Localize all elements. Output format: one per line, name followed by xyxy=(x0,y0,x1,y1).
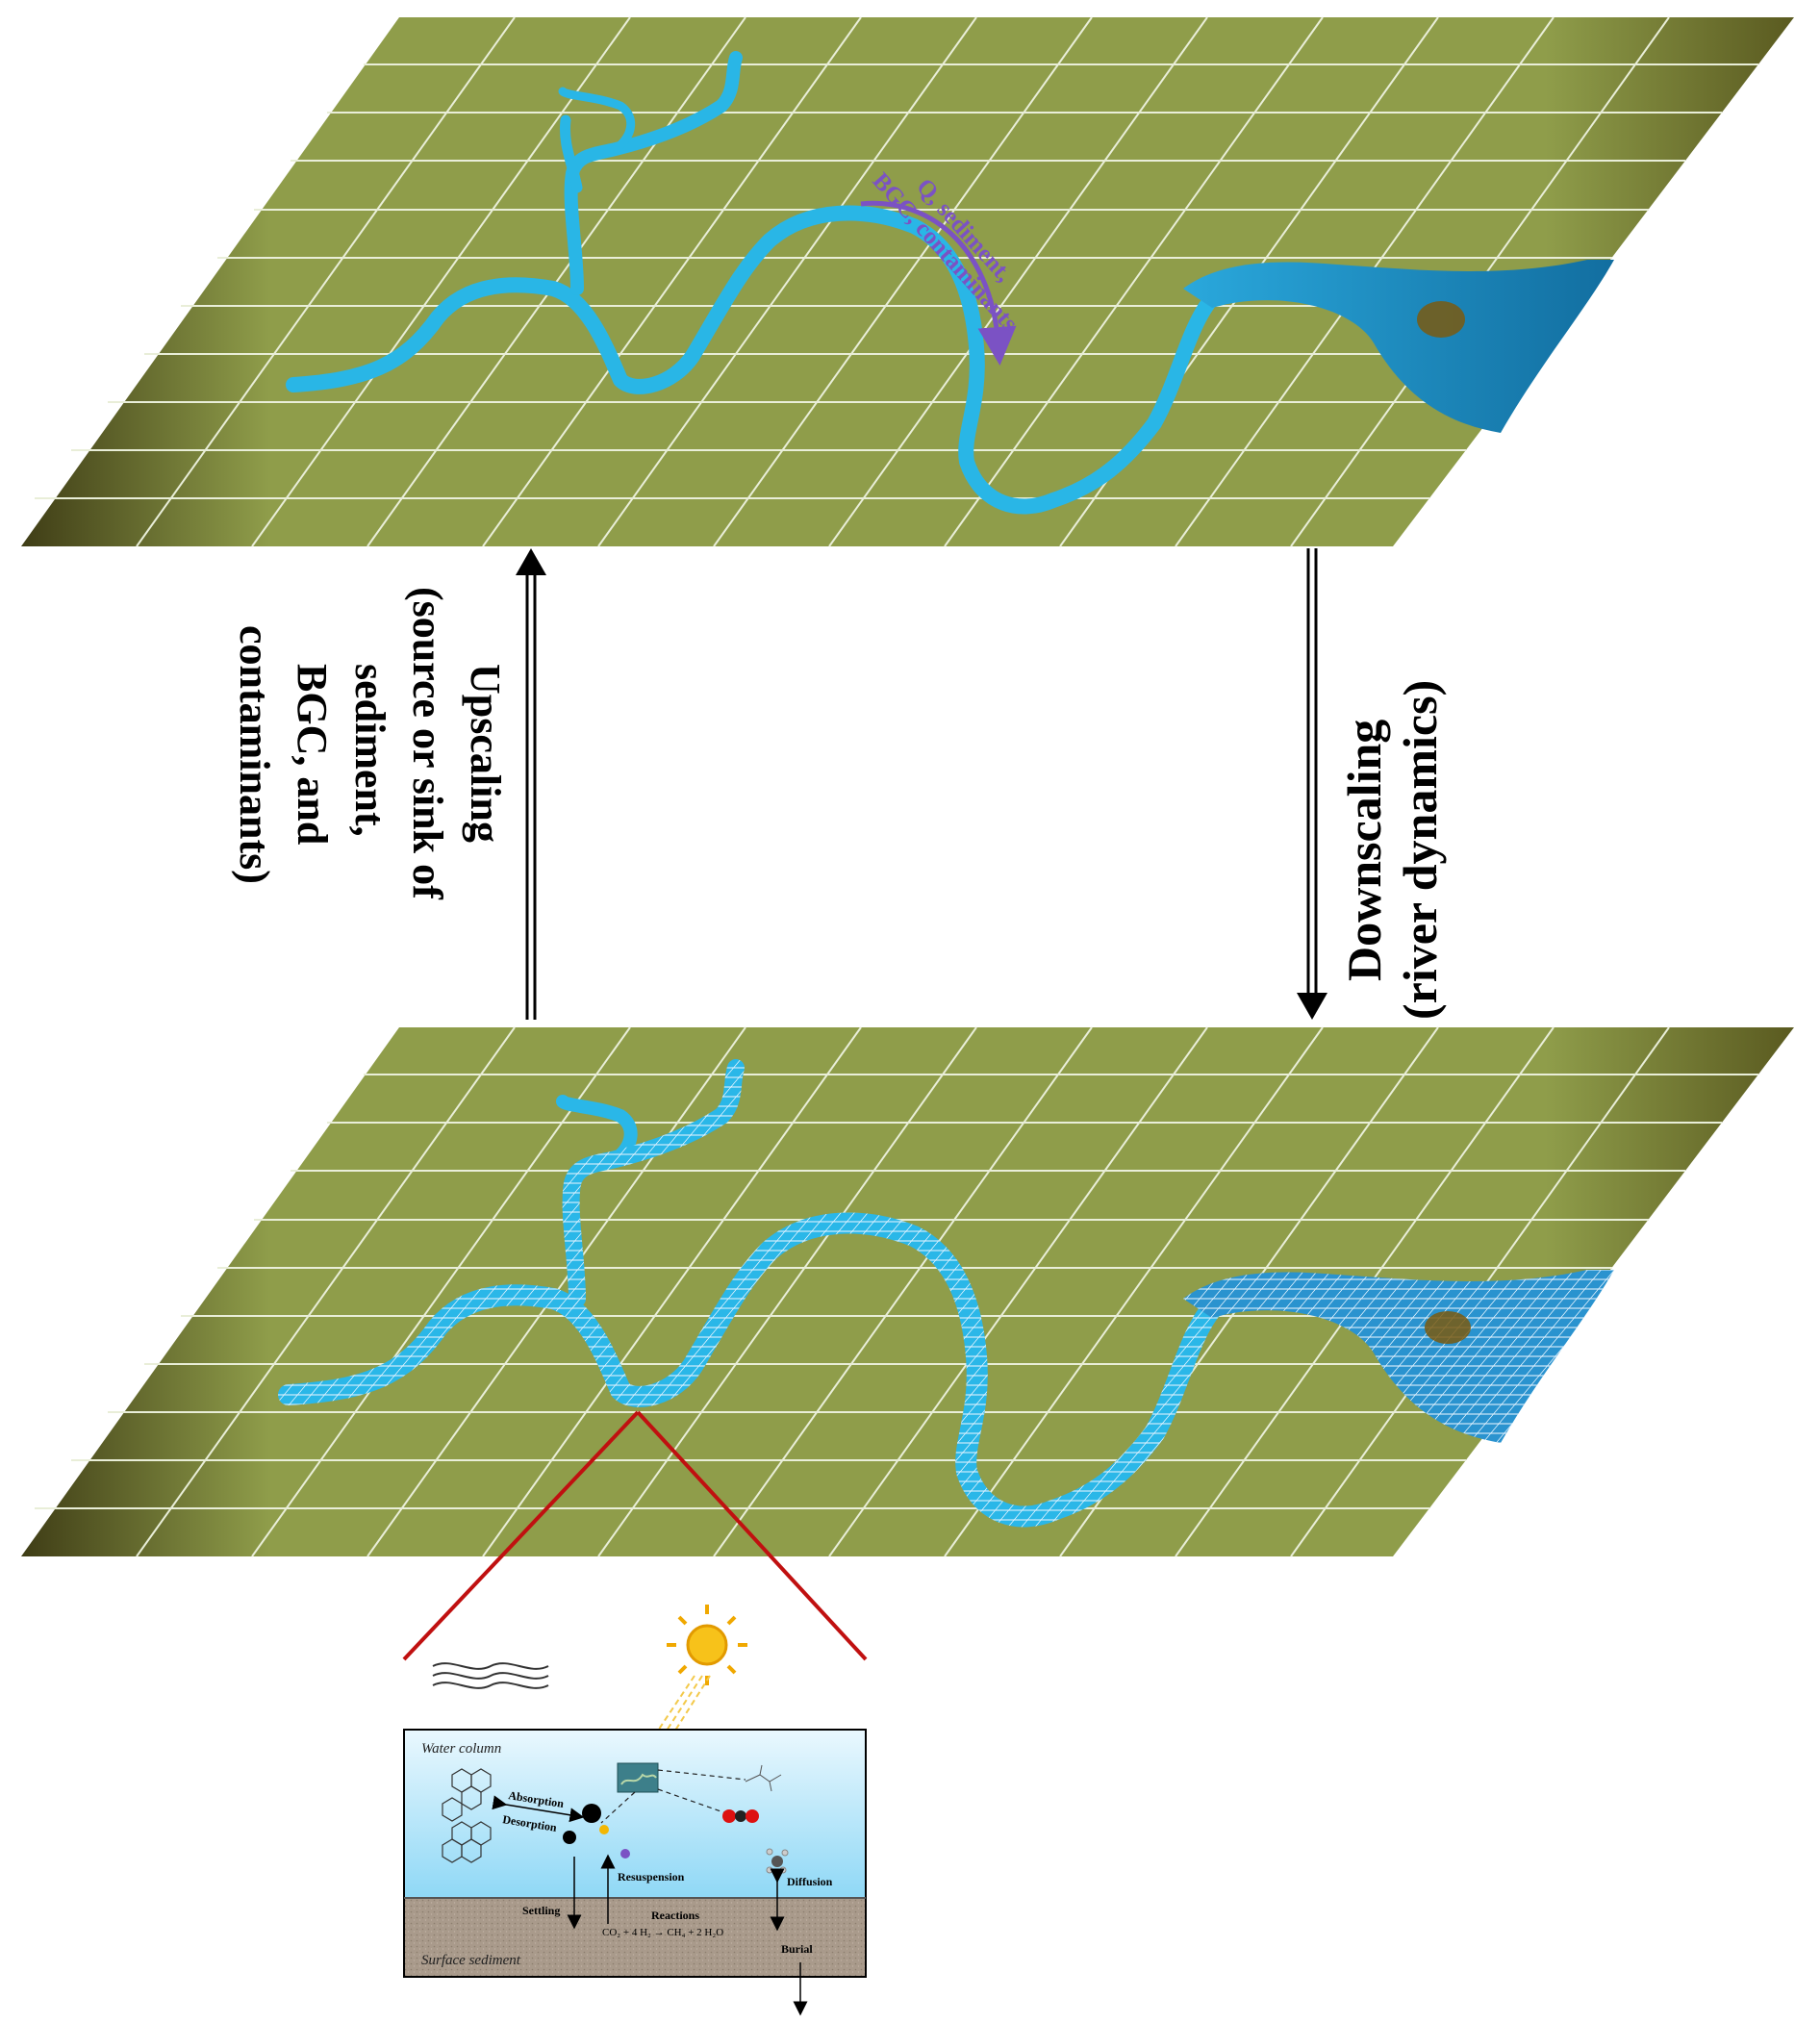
upscaling-line3: sediment, xyxy=(346,664,393,837)
reactions-label: Reactions xyxy=(651,1909,699,1922)
co2-molecule-icon xyxy=(722,1809,759,1823)
upscaling-label: Upscaling (source or sink of sediment, B… xyxy=(231,587,509,900)
downscaling-line1: Downscaling xyxy=(1337,720,1391,981)
downscaling-line2: (river dynamics) xyxy=(1393,680,1447,1020)
upscaling-line5: contaminants) xyxy=(231,625,278,884)
particle-yellow xyxy=(599,1825,609,1834)
resuspension-label: Resuspension xyxy=(618,1870,685,1884)
particle-purple xyxy=(620,1849,630,1859)
river-network-fine xyxy=(278,1059,1223,1528)
lake-feature-fine xyxy=(1425,1311,1471,1344)
upscaling-line2: (source or sink of xyxy=(404,587,451,900)
fine-grid-panel xyxy=(21,1026,1794,1557)
pah-molecule-icon xyxy=(442,1768,492,1863)
particle-large xyxy=(582,1804,601,1823)
delta-mesh xyxy=(1183,1270,1614,1443)
water-column xyxy=(403,1729,867,1899)
organic-molecule-icon xyxy=(745,1764,782,1792)
process-inset: Water column Surface sediment Absorption… xyxy=(403,1605,867,2016)
water-column-label: Water column xyxy=(421,1741,501,1757)
reaction-equation: CO₂ + 4 H₂ → CH₄ + 2 H₂O xyxy=(602,1927,723,1938)
surface-sediment-label: Surface sediment xyxy=(421,1953,521,1968)
coarse-grid-panel: Q, sediment, BGC, contaminants xyxy=(21,16,1794,547)
coarse-grid-lines xyxy=(35,16,1758,547)
particle-small xyxy=(563,1831,576,1844)
wind-icon xyxy=(432,1662,549,1689)
fine-panel-grid-lines xyxy=(35,1026,1758,1557)
zoom-lines xyxy=(402,1410,868,1661)
river-delta-coarse xyxy=(1183,260,1614,433)
upscaling-line1: Upscaling xyxy=(462,664,509,843)
upscaling-line4: BGC, and xyxy=(289,664,336,845)
diffusion-label: Diffusion xyxy=(787,1875,833,1888)
algae-image xyxy=(617,1762,659,1793)
settling-label: Settling xyxy=(522,1904,560,1917)
dashed-links xyxy=(600,1769,746,1824)
river-network-coarse xyxy=(286,51,1220,515)
burial-label: Burial xyxy=(781,1942,813,1956)
downscaling-arrow xyxy=(1297,548,1327,1020)
surface-sediment xyxy=(403,1897,867,1978)
flow-arrow xyxy=(860,200,1017,366)
downscaling-label: Downscaling (river dynamics) xyxy=(1337,680,1447,1020)
upscaling-arrow xyxy=(516,548,546,1020)
lake-feature-coarse xyxy=(1417,301,1465,338)
